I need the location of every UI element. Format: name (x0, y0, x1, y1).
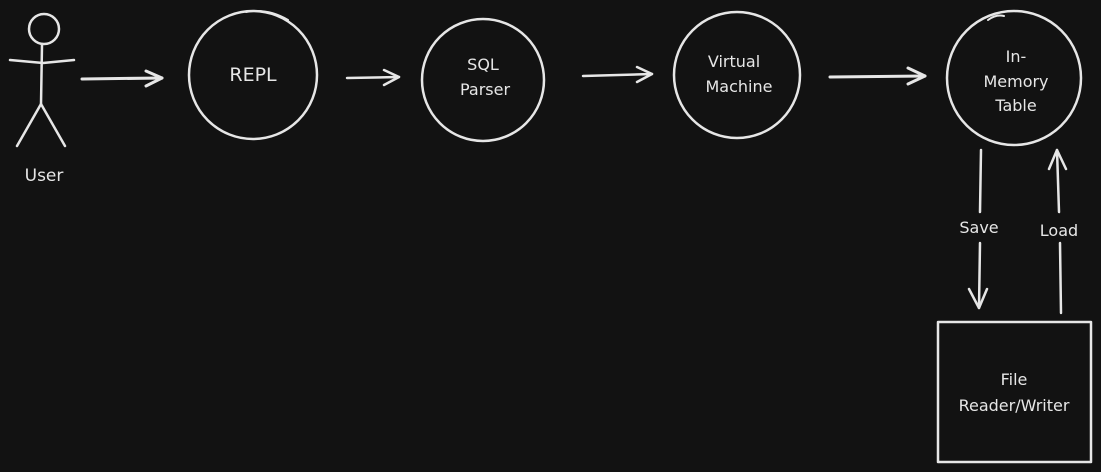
arrow-shaft (828, 74, 927, 79)
node-in-memory-table-label-line-1: In- (1006, 47, 1027, 66)
arrow-head (635, 65, 654, 84)
user-actor: User (8, 12, 76, 186)
node-virtual-machine-label-line-1: Virtual (708, 52, 760, 71)
node-file-reader-writer-label-line-2: Reader/Writer (959, 396, 1070, 415)
node-sql-parser-label-line-1: SQL (467, 55, 499, 74)
arrow-shaft (581, 72, 654, 78)
node-file-reader-writer-box (936, 320, 1093, 464)
node-in-memory-table-sketch-mark (987, 14, 1005, 21)
edge-label-load: Load (1040, 221, 1078, 240)
arrow-save-shaft-bottom (977, 241, 982, 310)
node-sql-parser-circle (420, 17, 546, 143)
node-file-reader-writer-label-line-1: File (1001, 370, 1028, 389)
arrow-save: Save (959, 148, 999, 310)
node-sql-parser: SQL Parser (420, 17, 546, 143)
user-actor-legs (15, 102, 67, 148)
arrow-load: Load (1040, 148, 1078, 315)
node-virtual-machine-circle (672, 10, 802, 140)
arrow-shaft (345, 75, 401, 80)
arrow-head (906, 66, 927, 86)
user-actor-arms (8, 58, 76, 65)
user-actor-body (39, 43, 44, 106)
node-repl-sketch-mark (245, 10, 289, 21)
node-in-memory-table: In- Memory Table (945, 9, 1083, 147)
node-in-memory-table-circle (945, 9, 1083, 147)
arrow-head (382, 68, 401, 87)
arrow-load-shaft-bottom (1058, 241, 1063, 315)
arrow-repl-to-sql-parser (345, 68, 401, 87)
node-repl-label: REPL (229, 64, 277, 86)
edge-label-save: Save (959, 218, 998, 237)
arrow-save-head (967, 287, 989, 310)
user-actor-label: User (25, 166, 64, 186)
arrow-load-head (1047, 148, 1068, 171)
node-virtual-machine: Virtual Machine (672, 10, 802, 140)
arrow-virtual-machine-to-in-memory-table (828, 66, 927, 86)
node-in-memory-table-label-line-2: Memory (983, 72, 1048, 91)
arrow-load-shaft-top (1055, 148, 1061, 214)
arrow-shaft (80, 76, 164, 81)
arrow-save-shaft-top (978, 148, 983, 214)
node-virtual-machine-label-line-2: Machine (706, 77, 773, 96)
user-actor-head (27, 12, 61, 46)
node-sql-parser-label-line-2: Parser (460, 80, 510, 99)
node-in-memory-table-label-line-3: Table (994, 96, 1036, 115)
arrow-user-to-repl (80, 69, 164, 88)
arrow-sql-parser-to-virtual-machine (581, 65, 654, 84)
node-file-reader-writer: File Reader/Writer (936, 320, 1093, 464)
arrow-head (144, 69, 164, 88)
node-repl: REPL (187, 9, 319, 141)
